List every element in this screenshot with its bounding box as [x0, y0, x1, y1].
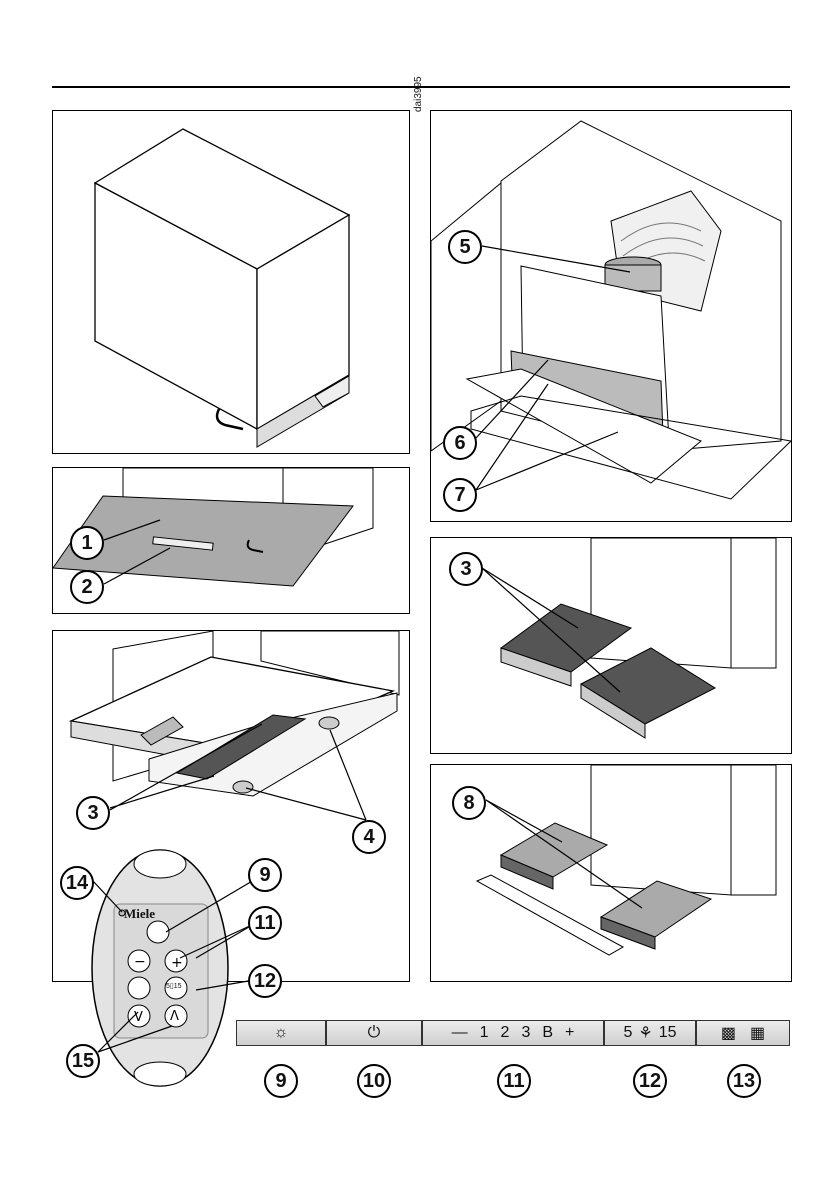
callout-8: 8 — [452, 786, 486, 820]
callout-11: 11 — [248, 906, 282, 940]
panel-duct-connection — [430, 110, 792, 522]
callout-4: 4 — [352, 820, 386, 854]
remote-brand-label: Miele — [124, 906, 155, 922]
cover-drawing — [53, 468, 409, 613]
panel-grease-filters — [430, 537, 792, 754]
callout-14: 14 — [60, 866, 94, 900]
callout-5: 5 — [448, 230, 482, 264]
cabinet-drawing — [53, 111, 409, 453]
callout-15: 15 — [66, 1044, 100, 1078]
power-icon: ⏻ — [368, 1024, 381, 1042]
callout-1: 1 — [70, 526, 104, 560]
grease-filter-icon: ▩ — [721, 1023, 736, 1043]
callout-12: 12 — [248, 964, 282, 998]
duct-drawing — [431, 111, 791, 521]
callout-6: 6 — [443, 426, 477, 460]
control-light[interactable]: ☼ — [236, 1020, 326, 1046]
callout-2: 2 — [70, 570, 104, 604]
callout-3-hood: 3 — [76, 796, 110, 830]
control-power[interactable]: ⏻ — [326, 1020, 422, 1046]
fan-plus[interactable]: + — [565, 1024, 574, 1042]
timer-left: 5 — [623, 1024, 632, 1042]
fan-level-1[interactable]: 1 — [480, 1024, 489, 1042]
panel-ceiling-cover — [52, 467, 410, 614]
strip-label-10: 10 — [357, 1064, 391, 1098]
remote-control: − + V Λ Miele 5▯15 — [90, 848, 230, 1088]
charcoal-filter-icon: ▦ — [750, 1023, 765, 1043]
strip-label-13: 13 — [727, 1064, 761, 1098]
remote-drawing: − + V Λ — [90, 848, 230, 1088]
panel-cabinet — [52, 110, 410, 454]
fan-icon: ⚘ — [638, 1023, 652, 1043]
svg-text:V: V — [134, 1010, 143, 1025]
sun-icon: ☼ — [274, 1024, 289, 1042]
fan-level-2[interactable]: 2 — [501, 1024, 510, 1042]
strip-label-9: 9 — [264, 1064, 298, 1098]
callout-7: 7 — [443, 478, 477, 512]
control-timer[interactable]: 5 ⚘ 15 — [604, 1020, 696, 1046]
timer-right: 15 — [659, 1024, 677, 1042]
svg-text:Λ: Λ — [170, 1009, 179, 1024]
callout-3-filters: 3 — [449, 552, 483, 586]
fan-level-3[interactable]: 3 — [521, 1024, 530, 1042]
fan-level-boost[interactable]: B — [542, 1024, 553, 1042]
control-filters[interactable]: ▩ ▦ — [696, 1020, 790, 1046]
strip-label-12: 12 — [633, 1064, 667, 1098]
callout-9: 9 — [248, 858, 282, 892]
svg-text:+: + — [171, 955, 183, 971]
control-fan-levels[interactable]: — 1 2 3 B + — [422, 1020, 604, 1046]
diagram-code: dai3995 — [413, 76, 424, 112]
grease-filter-drawing — [431, 538, 791, 753]
fan-minus[interactable]: — — [452, 1024, 468, 1042]
strip-label-11: 11 — [497, 1064, 531, 1098]
svg-text:−: − — [134, 954, 146, 970]
remote-timer-label: 5▯15 — [166, 982, 182, 990]
